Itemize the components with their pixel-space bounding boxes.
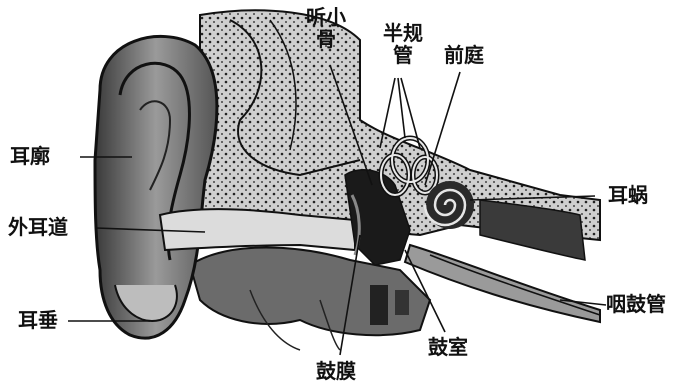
label-erkuo-text: 耳廓 (10, 144, 50, 168)
label-yangu: 咽鼓管 (606, 293, 666, 315)
label-tinxiaogu: 听小骨 (298, 6, 354, 50)
label-waierdao: 外耳道 (8, 216, 68, 238)
label-yangu-text: 咽鼓管 (606, 292, 666, 316)
label-erchui-text: 耳垂 (18, 308, 58, 332)
label-erchui: 耳垂 (18, 309, 58, 331)
label-gushi-text: 鼓室 (428, 335, 468, 359)
label-banguiguan-text: 半规管 (379, 22, 427, 66)
label-erkuo: 耳廓 (10, 145, 50, 167)
label-tinxiaogu-text: 听小骨 (302, 6, 350, 50)
label-gushi: 鼓室 (428, 336, 468, 358)
label-gumo-text: 鼓膜 (316, 359, 356, 383)
label-erwo: 耳蜗 (608, 184, 648, 206)
label-gumo: 鼓膜 (316, 360, 356, 382)
label-erwo-text: 耳蜗 (608, 183, 648, 207)
label-banguiguan: 半规管 (370, 22, 436, 66)
label-waierdao-text: 外耳道 (8, 215, 68, 239)
label-qianting: 前庭 (444, 44, 484, 66)
label-qianting-text: 前庭 (444, 43, 484, 67)
